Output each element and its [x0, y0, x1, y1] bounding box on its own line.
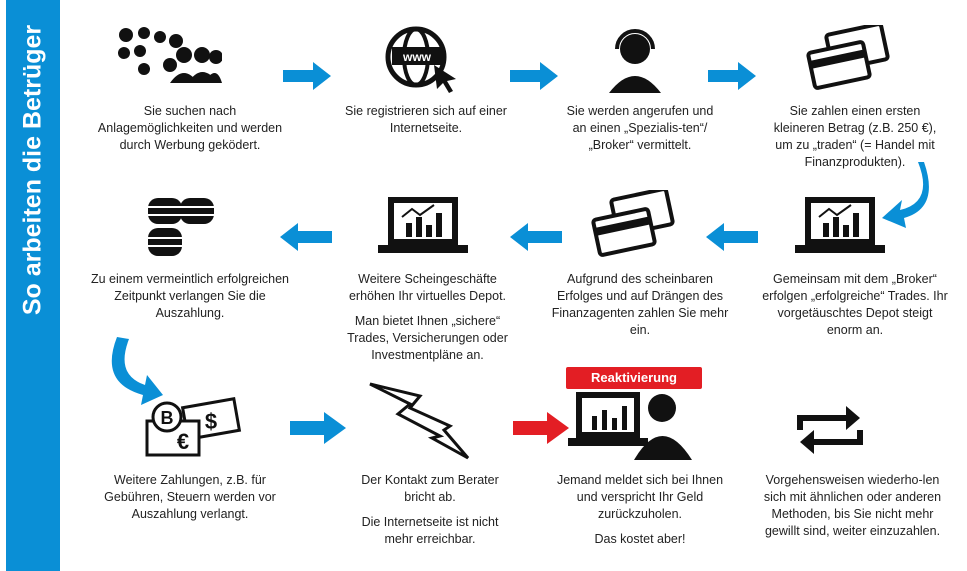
coin-stacks-icon [148, 198, 214, 256]
cryptocurrency-money-icon: $ € B [145, 396, 242, 457]
laptop-chart-icon [795, 197, 885, 253]
svg-text:€: € [177, 429, 189, 454]
call-center-agent-icon [609, 29, 661, 93]
svg-text:$: $ [205, 409, 217, 434]
step-8-text: Zu einem vermeintlich erfolgreichen Zeit… [85, 271, 295, 330]
social-media-people-icon [118, 27, 222, 83]
step-text: Man bietet Ihnen „sichere“ Trades, Versi… [347, 314, 508, 362]
arrow-left-icon [510, 223, 562, 251]
arrow-left-icon [280, 223, 332, 251]
arrow-right-icon [708, 62, 756, 90]
step-4-text: Sie zahlen einen ersten kleineren Betrag… [765, 103, 945, 179]
step-text: Aufgrund des scheinbaren Erfolges und au… [551, 272, 729, 337]
svg-text:www: www [402, 50, 432, 64]
credit-cards-icon [806, 25, 890, 90]
title-band [6, 0, 60, 571]
laptop-chart-icon [378, 197, 468, 253]
curved-arrow-down-icon [111, 337, 163, 405]
step-3-text: Sie werden angerufen und an einen „Spezi… [560, 103, 720, 162]
step-text: Weitere Zahlungen, z.B. für Gebühren, St… [104, 473, 276, 521]
step-text: Vorgehensweisen wiederho-len sich mit äh… [763, 473, 942, 538]
step-text: Weitere Scheingeschäfte erhöhen Ihr virt… [348, 272, 507, 303]
step-1-text: Sie suchen nach Anlagemöglichkeiten und … [90, 103, 290, 162]
broken-lightning-icon [369, 382, 470, 460]
step-9-text: Weitere Zahlungen, z.B. für Gebühren, St… [95, 472, 285, 531]
arrow-right-icon [283, 62, 331, 90]
step-text: Die Internetseite ist nicht mehr erreich… [361, 515, 499, 546]
step-text: Sie werden angerufen und an einen „Spezi… [566, 104, 714, 152]
www-globe-cursor-icon: www [385, 26, 456, 93]
reactivation-badge: Reaktivierung [566, 367, 702, 389]
step-text: Der Kontakt zum Berater bricht ab. [361, 473, 499, 504]
page-title: So arbeiten die Betrüger [18, 24, 47, 316]
arrow-left-icon [706, 223, 758, 251]
step-text: Zu einem vermeintlich erfolgreichen Zeit… [90, 272, 289, 320]
step-7-text: Weitere Scheingeschäfte erhöhen Ihr virt… [335, 271, 520, 372]
step-10-text: Der Kontakt zum Berater bricht ab. Die In… [350, 472, 510, 556]
step-2-text: Sie registrieren sich auf einer Internet… [326, 103, 526, 145]
step-5-text: Gemeinsam mit dem „Broker“ erfolgen „erf… [760, 271, 950, 347]
laptop-agent-icon [568, 392, 692, 460]
step-6-text: Aufgrund des scheinbaren Erfolges und au… [550, 271, 730, 347]
step-text: Das kostet aber! [594, 532, 686, 546]
step-text: Sie zahlen einen ersten kleineren Betrag… [773, 104, 937, 169]
arrow-right-red-icon [513, 412, 569, 444]
svg-text:B: B [161, 408, 174, 428]
arrow-right-icon [290, 412, 346, 444]
step-12-text: Vorgehensweisen wiederho-len sich mit äh… [760, 472, 945, 548]
credit-cards-icon [591, 190, 675, 257]
step-text: Jemand meldet sich bei Ihnen und verspri… [556, 473, 724, 521]
step-text: Sie registrieren sich auf einer Internet… [345, 104, 507, 135]
step-11-text: Jemand meldet sich bei Ihnen und verspri… [550, 472, 730, 556]
repeat-cycle-icon [797, 406, 863, 454]
step-text: Sie suchen nach Anlagemöglichkeiten und … [97, 104, 283, 152]
arrow-right-icon [510, 62, 558, 90]
curved-arrow-down-icon [882, 162, 929, 228]
step-text: Gemeinsam mit dem „Broker“ erfolgen „erf… [762, 272, 948, 337]
